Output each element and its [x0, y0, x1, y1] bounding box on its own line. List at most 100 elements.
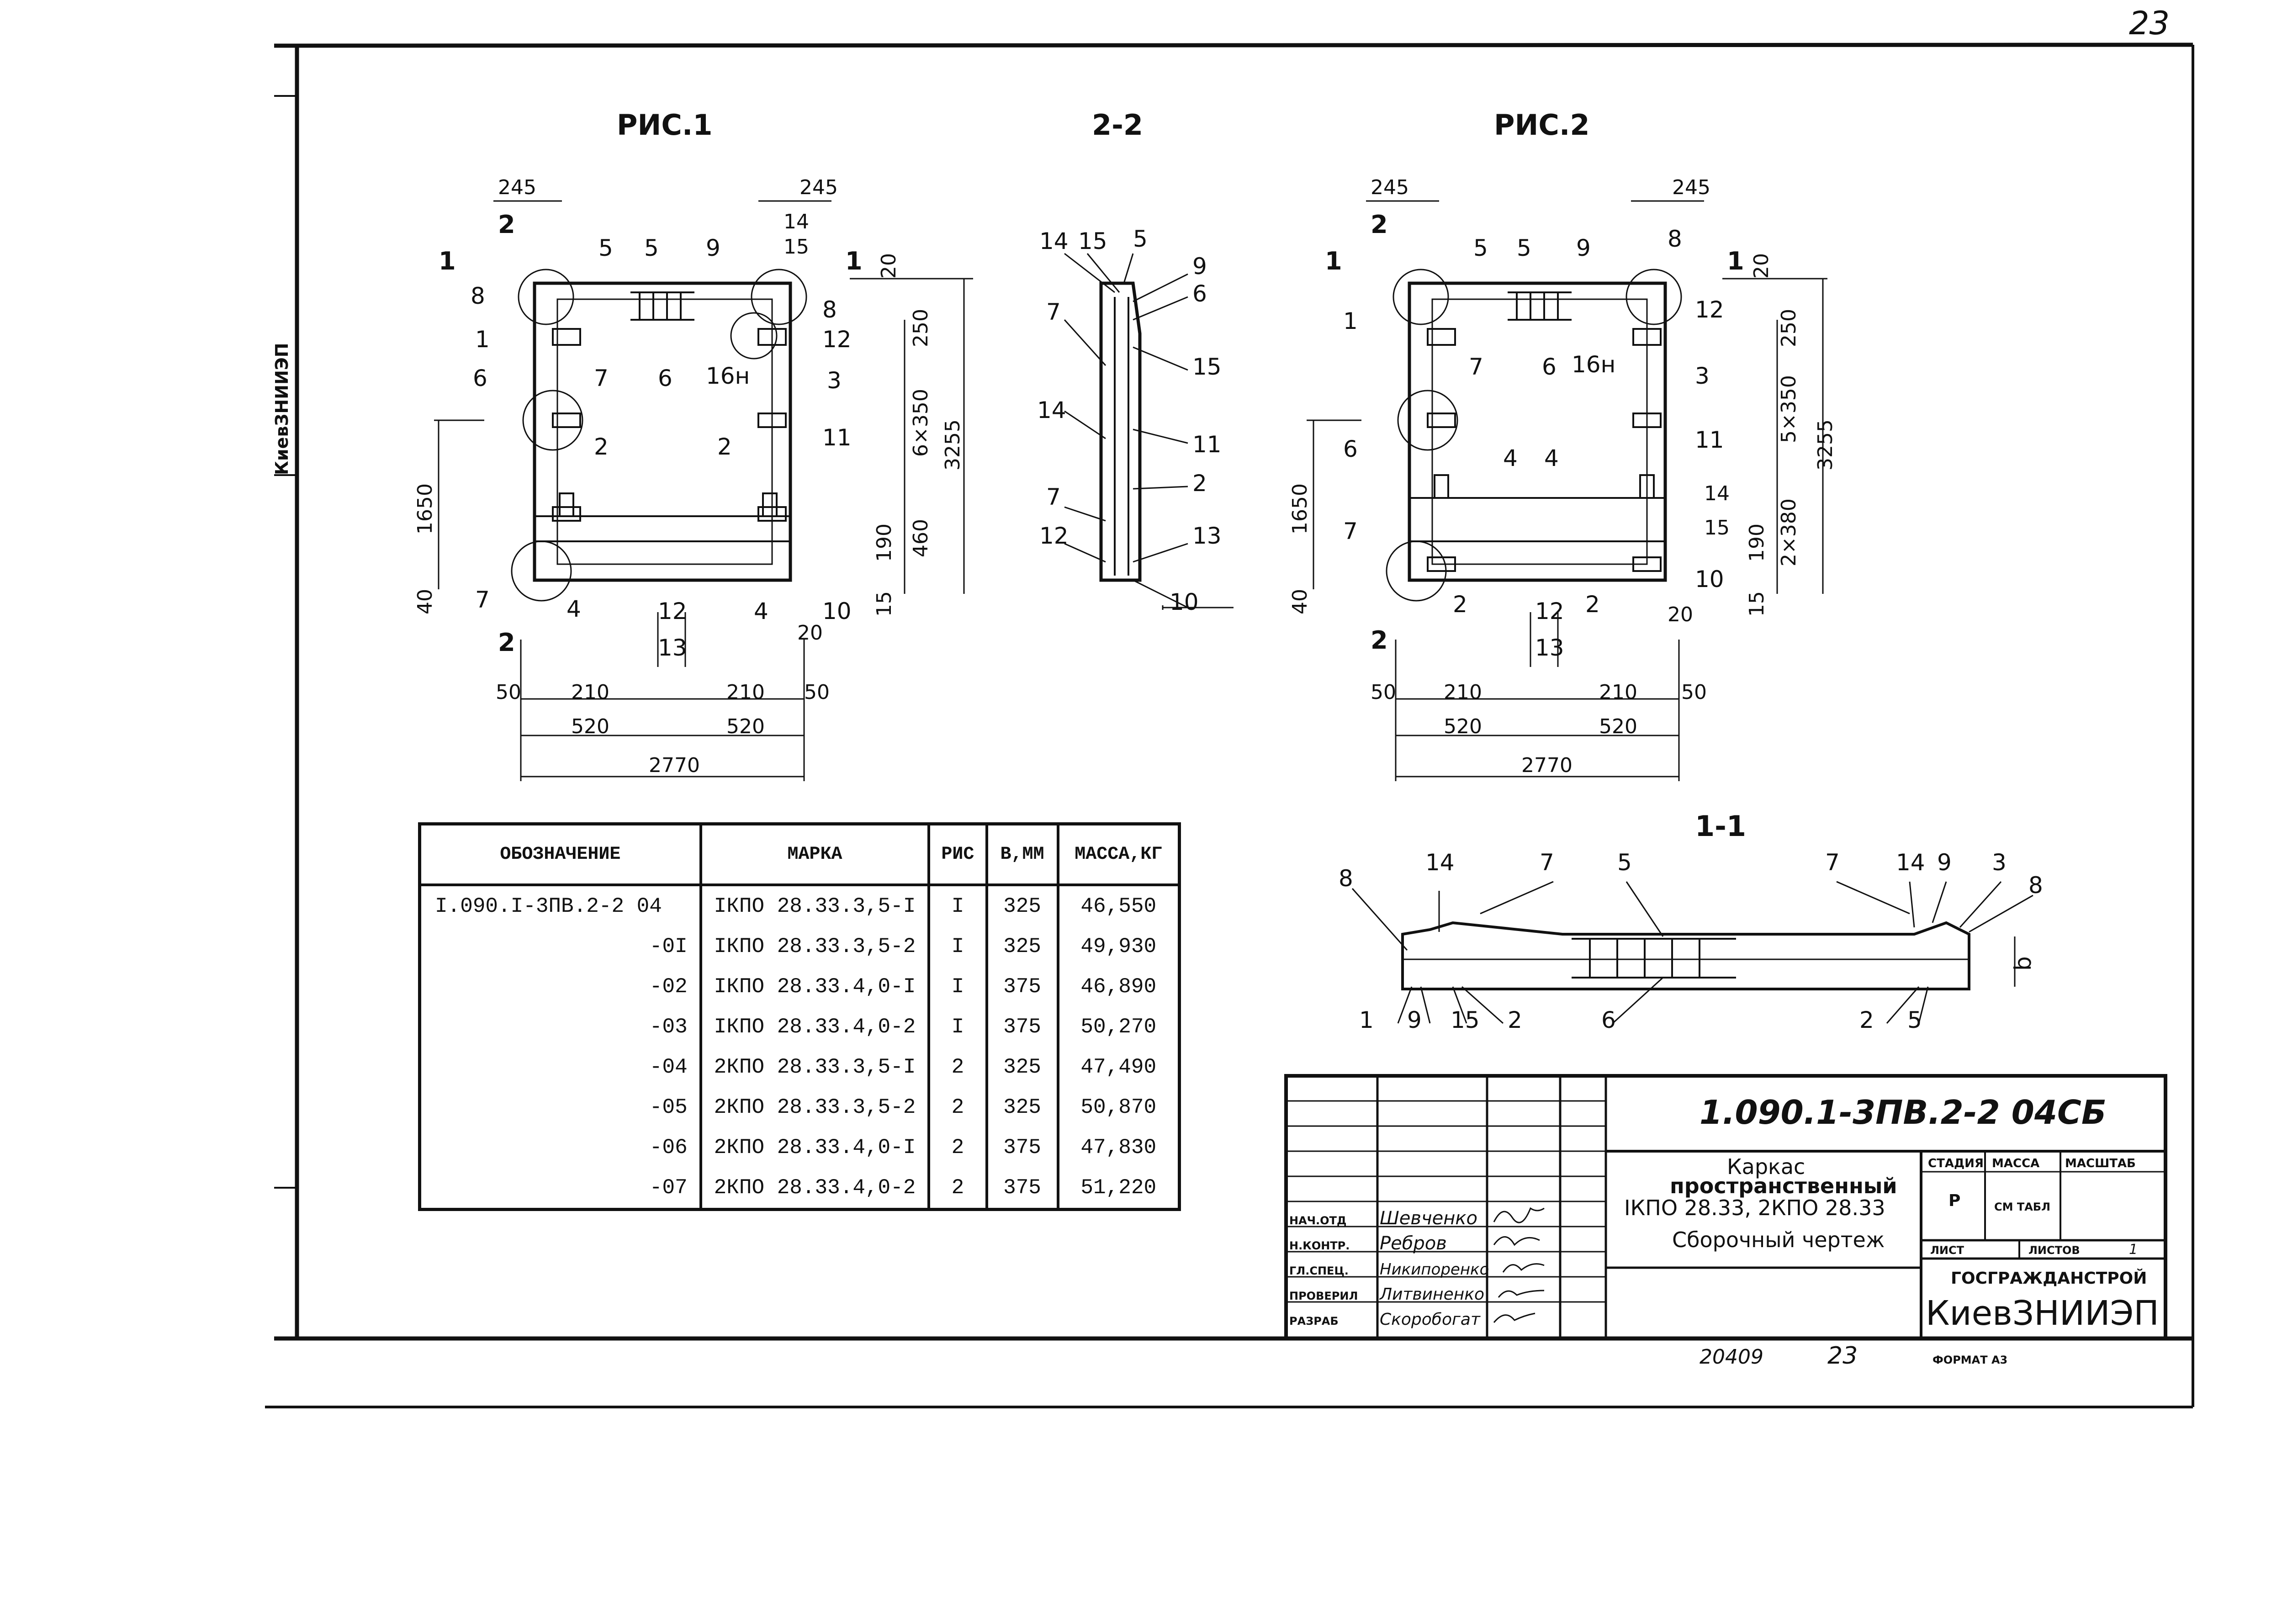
dim-label: 15 — [873, 591, 896, 617]
callout: 8 — [822, 296, 837, 323]
callout: 14 — [1037, 397, 1066, 423]
scale-label: МАСШТАБ — [2065, 1157, 2136, 1170]
callout: 15 — [1078, 228, 1107, 254]
callout: 14 — [1039, 228, 1069, 254]
figure-2-detail-circles — [1386, 269, 1682, 602]
cell-designation: -03 — [418, 1007, 702, 1047]
footer-page: 23 — [1827, 1342, 1858, 1370]
dim-label: 520 — [726, 715, 765, 738]
callout: 2 — [1585, 591, 1600, 618]
dim-label: 6×350 — [909, 389, 932, 457]
cell-figure: I — [927, 967, 988, 1007]
dim-label: 245 — [498, 176, 536, 199]
cell-width: 375 — [985, 967, 1059, 1007]
figure-1-callouts: 5 5 9 8 8 12 1 7 6 16н 3 6 2 2 11 7 4 12… — [471, 235, 852, 661]
callout: 6 — [1542, 354, 1557, 380]
dim-label: 5×350 — [1777, 375, 1800, 443]
cell-designation: -07 — [418, 1168, 702, 1210]
table-row: I.090.I-3ПВ.2-2 04 IКПО 28.33.3,5-I I 32… — [418, 885, 1181, 926]
drawing-name-1: Каркас — [1727, 1154, 1805, 1179]
dim-label: 520 — [571, 715, 609, 738]
dim-label: 460 — [909, 519, 932, 557]
role-label: Н.КОНТР. — [1289, 1239, 1350, 1252]
dim-label: 3255 — [941, 419, 964, 471]
specification-table: ОБОЗНАЧЕНИЕ МАРКА РИС В,ММ МАССА,КГ I.09… — [418, 822, 1181, 1211]
figure-1-title: РИС.1 — [617, 108, 713, 142]
dim-label: 245 — [1371, 176, 1409, 199]
dim-label: 50 — [1681, 681, 1707, 704]
callout: 5 — [1517, 235, 1531, 261]
section-1-1: 1-1 8 14 7 5 — [1339, 809, 2043, 1033]
callout: 11 — [822, 424, 852, 451]
figure-1-dimension-labels: 245 245 14 15 20 250 6×350 3255 190 460 … — [413, 176, 964, 777]
section-mark: 2 — [498, 628, 515, 657]
cell-figure: I — [927, 926, 988, 967]
section-1-1-callouts: 8 14 7 5 7 14 9 3 8 1 9 15 2 6 2 5 b — [1339, 849, 2043, 1033]
section-2-2-leaders — [1064, 253, 1234, 610]
table-row: -07 2КПО 28.33.4,0-2 2 375 51,220 — [418, 1168, 1181, 1210]
callout: 11 — [1192, 431, 1222, 458]
signer-name: Скоробогат — [1380, 1310, 1481, 1329]
callout: 12 — [1695, 296, 1724, 323]
mass-value: СМ ТАБЛ — [1994, 1201, 2050, 1213]
cell-figure: 2 — [927, 1087, 988, 1127]
callout: 1 — [1343, 308, 1358, 334]
cell-mass: 51,220 — [1056, 1168, 1181, 1210]
callout: 12 — [822, 326, 852, 353]
cell-mark: IКПО 28.33.4,0-2 — [699, 1007, 931, 1047]
dim-label: 250 — [1777, 309, 1800, 347]
callout: 12 — [1535, 598, 1564, 624]
dim-label: 50 — [804, 681, 830, 704]
callout: 14 — [1896, 849, 1925, 876]
callout: 2 — [1859, 1007, 1874, 1033]
cell-designation: -02 — [418, 967, 702, 1007]
figure-2-rebar-hatch — [1427, 291, 1662, 572]
cell-width: 325 — [985, 1087, 1059, 1127]
dim-label: b — [2010, 956, 2036, 971]
callout: 1 — [1359, 1007, 1374, 1033]
dim-label: 20 — [1750, 253, 1773, 279]
cell-mark: 2КПО 28.33.3,5-I — [699, 1047, 931, 1087]
signer-name: Шевченко — [1380, 1208, 1477, 1229]
table-row: -0I IКПО 28.33.3,5-2 I 325 49,930 — [418, 926, 1181, 967]
callout: 7 — [1540, 849, 1554, 876]
callout: 7 — [1469, 354, 1483, 380]
callout: 6 — [1601, 1007, 1616, 1033]
callout: 1 — [475, 326, 490, 353]
callout: 6 — [658, 365, 672, 391]
dim-label: 190 — [1745, 524, 1768, 562]
cell-figure: 2 — [927, 1047, 988, 1087]
dim-label: 14 — [1704, 482, 1730, 505]
figure-2-callouts: 5 5 9 8 12 1 7 6 16н 3 6 4 4 11 7 2 12 2… — [1343, 226, 1724, 661]
callout: 7 — [1046, 484, 1061, 510]
sheet-label: ЛИСТ — [1930, 1244, 1964, 1257]
dim-label: 3255 — [1814, 419, 1837, 471]
callout: 5 — [598, 235, 613, 261]
cell-mass: 49,930 — [1056, 926, 1181, 967]
callout: 3 — [827, 367, 842, 394]
mass-label: МАССА — [1992, 1157, 2039, 1170]
cell-mark: 2КПО 28.33.4,0-2 — [699, 1168, 931, 1210]
callout: 7 — [1343, 518, 1358, 545]
table-row: -03 IКПО 28.33.4,0-2 I 375 50,270 — [418, 1007, 1181, 1047]
callout: 13 — [1192, 523, 1222, 549]
callout: 8 — [1339, 865, 1353, 892]
col-header-designation: ОБОЗНАЧЕНИЕ — [418, 822, 702, 886]
callout: 8 — [2028, 872, 2043, 899]
org-ministry: ГОСГРАЖДАНСТРОЙ — [1951, 1269, 2147, 1288]
callout: 4 — [754, 598, 768, 624]
dim-label: 520 — [1599, 715, 1637, 738]
callout: 7 — [594, 365, 609, 391]
stage-label: СТАДИЯ — [1928, 1157, 1984, 1170]
cell-width: 375 — [985, 1127, 1059, 1168]
cell-designation: -06 — [418, 1127, 702, 1168]
title-block — [1284, 1074, 2167, 1340]
cell-mark: IКПО 28.33.4,0-I — [699, 967, 931, 1007]
dim-label: 40 — [413, 589, 437, 614]
cell-designation: -0I — [418, 926, 702, 967]
dim-label: 15 — [784, 235, 809, 259]
signer-name: Ребров — [1380, 1233, 1447, 1254]
figure-1-detail-circles — [511, 269, 807, 602]
figure-1: РИС.1 — [413, 108, 973, 781]
